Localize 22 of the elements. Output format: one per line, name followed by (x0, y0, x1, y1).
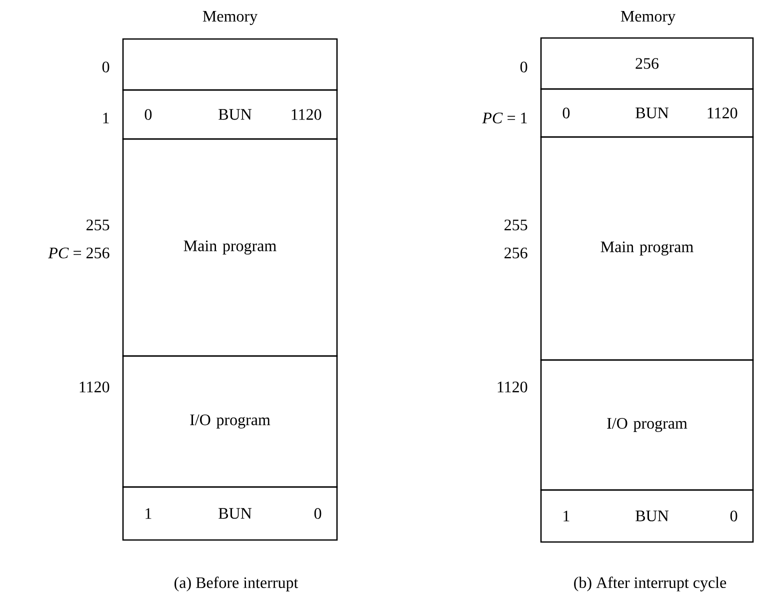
memory-cell: 256 (540, 37, 754, 90)
memory-cell: 1 BUN 0 (540, 489, 754, 543)
memory-cell: I/O program (540, 359, 754, 491)
address-label: 1120 (498, 382, 528, 392)
memory-cell: 1 BUN 0 (122, 486, 338, 541)
address-label: 1120 (80, 382, 110, 392)
address-label: PC = 256 (48, 248, 110, 258)
memory-cell: 0 BUN 1120 (122, 89, 338, 140)
address-label: 1 (103, 112, 109, 124)
caption: (b) After interrupt cycle (574, 576, 726, 592)
address-label: 0 (102, 62, 110, 72)
memory-cell: 0 BUN 1120 (540, 88, 754, 138)
memory-cell: Main program (122, 138, 338, 357)
address-label: PC = 1 (482, 112, 527, 124)
address-label: 255 (504, 220, 528, 230)
address-label: 255 (86, 220, 110, 230)
caption: (a) Before interrupt (174, 576, 298, 592)
memory-cell (122, 38, 338, 91)
memory-cell: Main program (540, 136, 754, 361)
memory-cell: I/O program (122, 355, 338, 488)
address-label: 0 (520, 62, 528, 72)
address-label: 256 (504, 248, 528, 258)
